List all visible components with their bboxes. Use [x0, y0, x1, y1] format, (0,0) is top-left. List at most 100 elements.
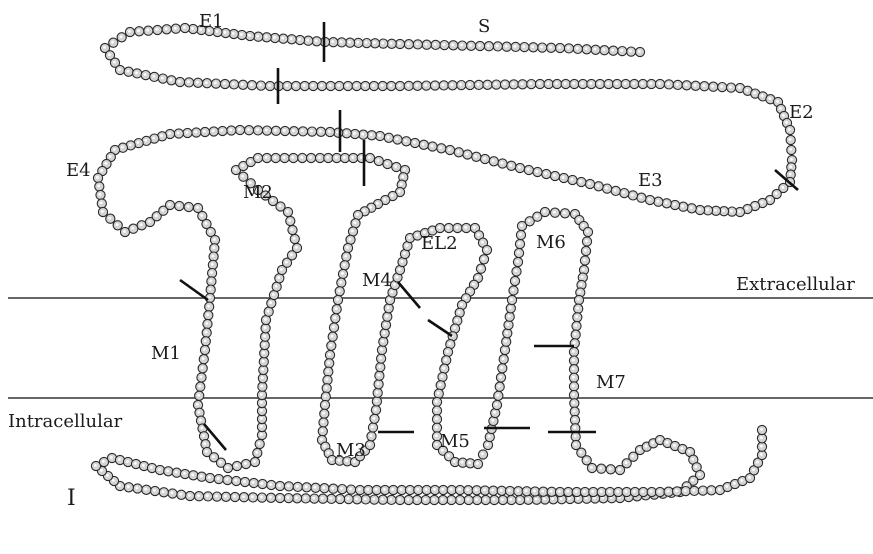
residue-bead-highlight	[573, 341, 576, 344]
residue-bead-highlight	[681, 447, 684, 450]
residue-bead-highlight	[651, 441, 654, 444]
residue-bead-highlight	[262, 351, 265, 354]
residue-bead-highlight	[363, 84, 366, 87]
residue-bead-highlight	[256, 128, 259, 131]
residue-bead-highlight	[408, 488, 411, 491]
residue-bead-highlight	[447, 226, 450, 229]
label-intracellular: Intracellular	[8, 411, 123, 432]
residue-bead-highlight	[161, 77, 164, 80]
residue-bead-highlight	[200, 475, 203, 478]
residue-bead-highlight	[564, 82, 567, 85]
residue-bead-highlight	[487, 44, 490, 47]
label-m2: M2	[243, 182, 273, 203]
residue-bead-highlight	[285, 261, 288, 264]
residue-bead-highlight	[226, 478, 229, 481]
residue-bead-highlight	[296, 485, 299, 488]
residue-bead-highlight	[320, 438, 323, 441]
residue-bead-highlight	[241, 83, 244, 86]
residue-bead-highlight	[144, 73, 147, 76]
residue-bead-highlight	[113, 61, 116, 64]
residue-bead-highlight	[408, 236, 411, 239]
residue-bead-highlight	[572, 393, 575, 396]
residue-bead-highlight	[594, 48, 597, 51]
residue-bead-highlight	[288, 219, 291, 222]
residue-bead-highlight	[255, 451, 258, 454]
residue-bead-highlight	[481, 453, 484, 456]
label-e3: E3	[638, 170, 663, 191]
residue-bead-highlight	[365, 41, 368, 44]
residue-bead-highlight	[144, 488, 147, 491]
residue-bead-highlight	[326, 370, 329, 373]
residue-bead-highlight	[458, 311, 461, 314]
residue-bead-highlight	[295, 246, 298, 249]
residue-bead-highlight	[144, 139, 147, 142]
residue-bead-highlight	[96, 176, 99, 179]
residue-bead-highlight	[315, 39, 318, 42]
residue-bead-highlight	[746, 207, 749, 210]
residue-bead-highlight	[753, 92, 756, 95]
residue-bead-highlight	[328, 130, 331, 133]
residue-bead-highlight	[698, 473, 701, 476]
residue-bead-highlight	[256, 35, 259, 38]
residue-bead-highlight	[356, 213, 359, 216]
residue-bead-highlight	[597, 184, 600, 187]
residue-bead-highlight	[609, 467, 612, 470]
residue-bead-highlight	[488, 435, 491, 438]
residue-bead-highlight	[358, 488, 361, 491]
residue-bead-highlight	[782, 114, 785, 117]
residue-bead-highlight	[468, 83, 471, 86]
residue-bead-highlight	[572, 401, 575, 404]
residue-bead-highlight	[451, 43, 454, 46]
residue-bead-highlight	[572, 82, 575, 85]
residue-bead-highlight	[331, 335, 334, 338]
residue-bead-highlight	[477, 83, 480, 86]
residue-bead-highlight	[343, 156, 346, 159]
residue-bead-highlight	[295, 496, 298, 499]
residue-bead-highlight	[333, 316, 336, 319]
residue-bead-highlight	[375, 399, 378, 402]
residue-bead-highlight	[232, 82, 235, 85]
residue-bead-highlight	[476, 462, 479, 465]
residue-bead-highlight	[100, 202, 103, 205]
residue-bead-highlight	[691, 479, 694, 482]
residue-bead-highlight	[387, 136, 390, 139]
residue-bead-highlight	[381, 498, 384, 501]
residue-bead-highlight	[509, 498, 512, 501]
residue-bead-highlight	[658, 490, 661, 493]
residue-bead-highlight	[558, 46, 561, 49]
residue-bead-highlight	[232, 32, 235, 35]
residue-bead-highlight	[203, 130, 206, 133]
residue-bead-highlight	[128, 30, 131, 33]
residue-bead-highlight	[508, 315, 511, 318]
residue-bead-highlight	[526, 498, 529, 501]
residue-bead-highlight	[233, 495, 236, 498]
residue-bead-highlight	[290, 253, 293, 256]
residue-bead-highlight	[684, 489, 687, 492]
residue-bead-highlight	[538, 82, 541, 85]
residue-bead-highlight	[461, 461, 464, 464]
residue-bead-highlight	[407, 84, 410, 87]
residue-bead-highlight	[518, 498, 521, 501]
residue-bead-highlight	[486, 83, 489, 86]
residue-bead-highlight	[345, 131, 348, 134]
residue-bead-highlight	[515, 270, 518, 273]
residue-bead-highlight	[187, 205, 190, 208]
residue-bead-highlight	[373, 41, 376, 44]
residue-bead-highlight	[349, 238, 352, 241]
residue-bead-highlight	[94, 464, 97, 467]
residue-bead-highlight	[639, 196, 642, 199]
residue-bead-highlight	[591, 490, 594, 493]
residue-bead-highlight	[339, 281, 342, 284]
residue-bead-highlight	[166, 469, 169, 472]
residue-bead-highlight	[448, 148, 451, 151]
residue-bead-highlight	[577, 298, 580, 301]
residue-bead-highlight	[309, 156, 312, 159]
residue-bead-highlight	[208, 296, 211, 299]
residue-bead-highlight	[574, 333, 577, 336]
residue-bead-highlight	[201, 366, 204, 369]
residue-bead-highlight	[197, 394, 200, 397]
residue-bead-highlight	[437, 392, 440, 395]
residue-bead-highlight	[99, 193, 102, 196]
residue-bead-highlight	[304, 496, 307, 499]
